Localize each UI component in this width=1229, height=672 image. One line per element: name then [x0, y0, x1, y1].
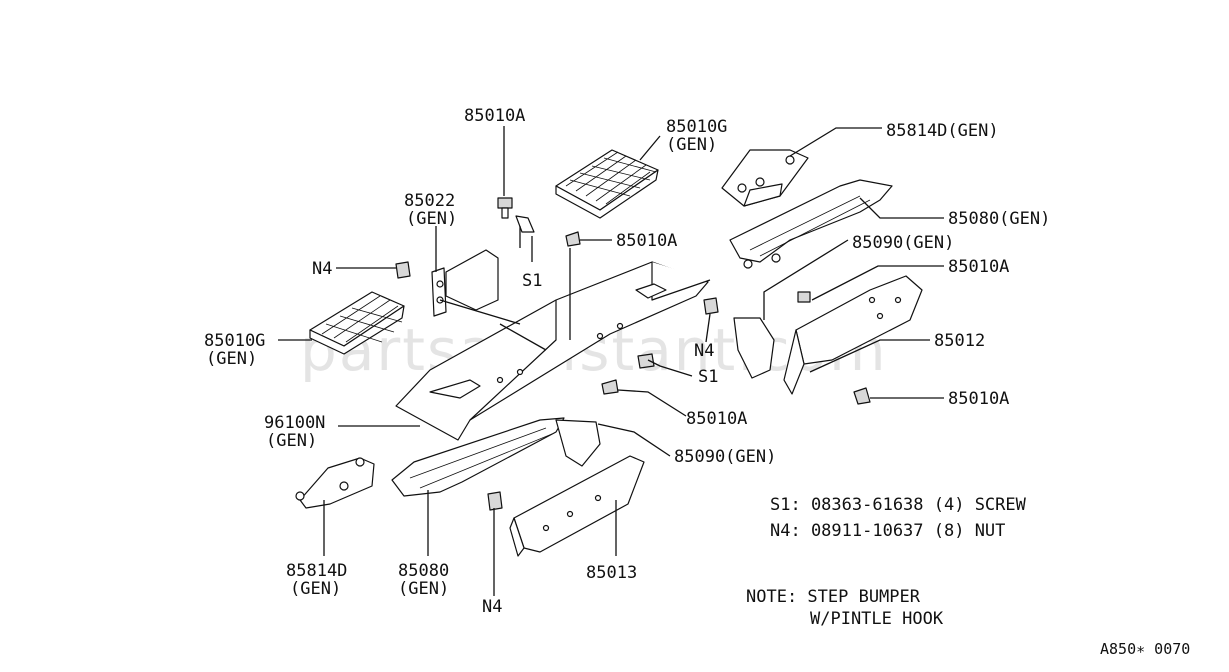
label-85010G-left: 85010G: [204, 331, 265, 351]
step-pad-top: [555, 149, 659, 219]
bracket-top: [721, 149, 809, 207]
fasteners: [395, 197, 871, 511]
label-85814D-low-gen: (GEN): [290, 579, 341, 599]
label-85013: 85013: [586, 563, 637, 583]
bracket-lower-85090: [555, 419, 601, 467]
label-85814D-top: 85814D(GEN): [886, 121, 999, 141]
label-85022-gen: (GEN): [406, 209, 457, 229]
label-85090-low: 85090(GEN): [674, 447, 776, 467]
leader-lines: [278, 126, 944, 596]
bracket-lower-85814D: [295, 457, 375, 509]
label-N4-bottom: N4: [482, 597, 502, 617]
note-line-1: NOTE: STEP BUMPER: [746, 587, 921, 607]
label-N4-mid: N4: [694, 341, 714, 361]
bumper-main-body: [395, 261, 711, 441]
label-85012: 85012: [934, 331, 985, 351]
step-pad-left: [309, 291, 405, 355]
label-96100N-gen: (GEN): [266, 431, 317, 451]
figure-code: A850∗ 0070: [1100, 640, 1190, 658]
bracket-left-85022: [431, 249, 499, 317]
label-85010A-mid: 85010A: [616, 231, 677, 251]
label-S1-mid: S1: [522, 271, 542, 291]
label-85080-low: 85080: [398, 561, 449, 581]
bracket-right-85090: [733, 317, 775, 379]
label-96100N: 96100N: [264, 413, 325, 433]
frame-rail-right: [729, 179, 893, 269]
legend-s1: S1: 08363-61638 (4) SCREW: [770, 495, 1027, 515]
label-S1-right: S1: [698, 367, 718, 387]
label-85010A-lower: 85010A: [686, 409, 747, 429]
label-85010G-top: 85010G: [666, 117, 727, 137]
legend-n4: N4: 08911-10637 (8) NUT: [770, 521, 1005, 541]
label-85090-top: 85090(GEN): [852, 233, 954, 253]
label-85010A-lowright: 85010A: [948, 389, 1009, 409]
label-85010G-left-gen: (GEN): [206, 349, 257, 369]
frame-rail-lower: [391, 417, 565, 497]
side-panel-right: [783, 275, 923, 395]
label-85022: 85022: [404, 191, 455, 211]
label-N4-left: N4: [312, 259, 332, 279]
label-85010A-right: 85010A: [948, 257, 1009, 277]
label-85010G-top-gen: (GEN): [666, 135, 717, 155]
side-panel-lower: [509, 455, 645, 557]
label-85080-right: 85080(GEN): [948, 209, 1050, 229]
label-85080-low-gen: (GEN): [398, 579, 449, 599]
label-85010A-top: 85010A: [464, 106, 525, 126]
label-85814D-low: 85814D: [286, 561, 347, 581]
note-line-2: W/PINTLE HOOK: [810, 609, 944, 629]
